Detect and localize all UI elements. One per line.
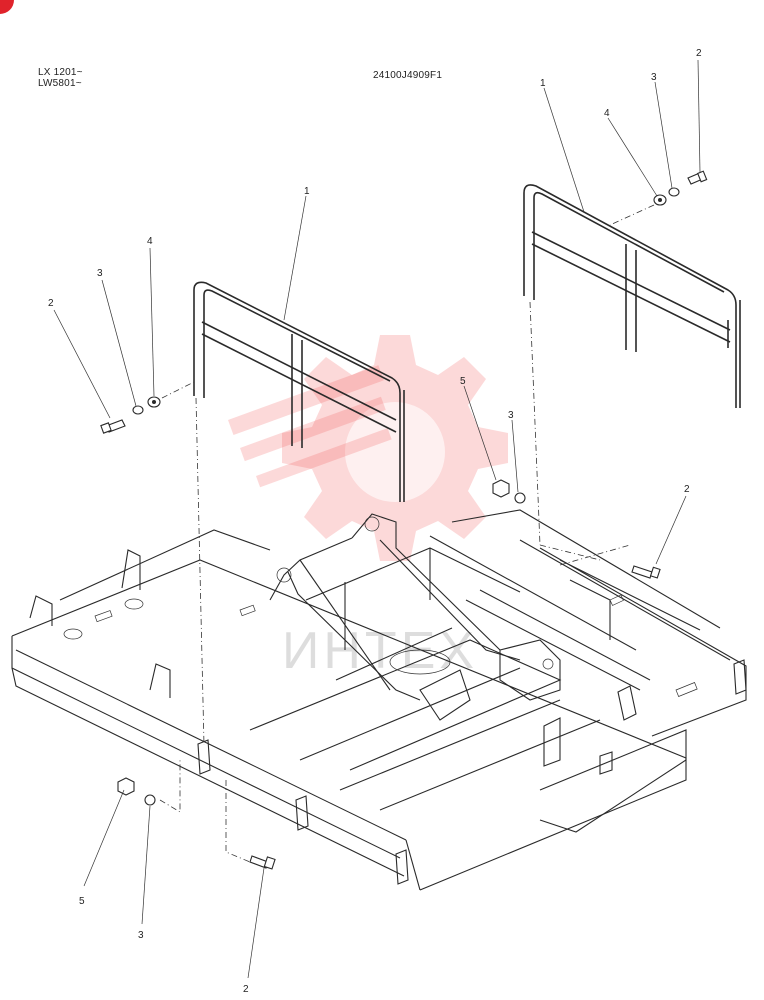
guard-rail-right — [523, 184, 741, 408]
callout-bolt-bottom: 2 — [243, 984, 249, 995]
callout-lockwasher-bottom-left: 3 — [138, 930, 144, 941]
callout-nut-mid: 5 — [460, 376, 466, 387]
model-range: LX 1201~ LW5801~ — [38, 67, 83, 89]
callout-bolt-top-left: 2 — [48, 298, 54, 309]
model-range-line-2: LW5801~ — [38, 78, 82, 89]
callout-lockwasher-top-right: 3 — [651, 72, 657, 83]
leader-lines — [53, 59, 701, 979]
diagram-code: 24100J4909F1 — [373, 70, 443, 81]
callout-lockwasher-mid: 3 — [508, 410, 514, 421]
hardware-top-right — [609, 170, 708, 226]
model-range-line-1: LX 1201~ — [38, 67, 83, 78]
callout-washer-top-left: 4 — [147, 236, 153, 247]
callout-bolt-mid-right: 2 — [684, 484, 690, 495]
guard-rail-left — [193, 281, 405, 502]
callout-guard-right: 1 — [540, 78, 546, 89]
callout-washer-top-right: 4 — [604, 108, 610, 119]
hardware-top-left — [100, 381, 195, 434]
callout-nut-bottom-left: 5 — [79, 896, 85, 907]
hardware-bottom — [117, 760, 276, 870]
callout-lockwasher-top-left: 3 — [97, 268, 103, 279]
hardware-middle — [195, 301, 661, 746]
watermark-text: ИНТЕХ — [282, 622, 478, 680]
callout-guard-left: 1 — [304, 186, 310, 197]
callout-bolt-top-right: 2 — [696, 48, 702, 59]
mower-deck-frame — [11, 509, 747, 891]
